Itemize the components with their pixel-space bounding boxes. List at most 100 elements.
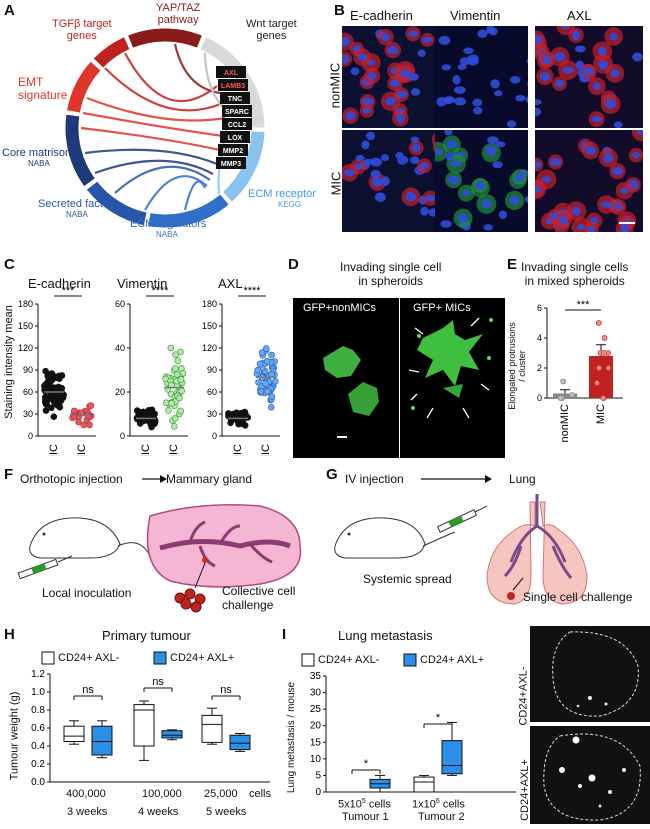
i-legend-pos: CD24+ AXL+ <box>420 654 485 666</box>
cell-nucleus <box>424 195 435 202</box>
cell-nucleus <box>587 225 596 232</box>
e-bar <box>553 393 577 398</box>
h-group-0: 400,000 <box>66 788 106 800</box>
c-tick-label: 90 <box>207 365 217 375</box>
cell-nucleus <box>446 139 458 149</box>
c-data-point <box>148 423 155 431</box>
box-tick-label: 0.6 <box>31 723 45 734</box>
c-data-point <box>48 404 55 412</box>
image-divider <box>399 298 400 458</box>
cell-nucleus <box>350 67 360 76</box>
c-data-point <box>178 387 186 395</box>
mouse-eye <box>347 532 351 536</box>
micrograph-drawing <box>342 131 435 217</box>
chord-arc-segment <box>92 35 131 69</box>
i-legend-neg: CD24+ AXL- <box>318 654 380 666</box>
cell-nucleus <box>457 213 469 224</box>
panel-label-h: H <box>4 626 15 643</box>
panel-label-f: F <box>4 466 14 483</box>
micrograph-nonmic-1 <box>435 26 528 128</box>
cell-nucleus <box>342 54 350 64</box>
cell-nucleus <box>477 29 488 39</box>
micrograph-drawing <box>436 26 528 128</box>
micrograph-nonmic-2 <box>535 26 643 128</box>
panel-label-e: E <box>507 256 518 273</box>
cell-nucleus <box>574 45 586 53</box>
cell-nucleus <box>481 199 492 209</box>
metastasis-spot <box>572 736 580 744</box>
segment-sub-core-matrisome: NABA <box>28 159 50 168</box>
i-img-label-1: CD24+AXL+ <box>518 759 531 821</box>
cell-nucleus <box>636 130 643 135</box>
f-cap2: Collective cell challenge <box>222 584 296 612</box>
c-data-point <box>75 413 83 420</box>
c-tick-label: 60 <box>23 387 33 397</box>
segment-label-secreted: Secreted factors <box>38 198 119 210</box>
panel-label-d: D <box>288 256 299 273</box>
legend-swatch-pos <box>403 653 417 667</box>
gene-box <box>220 131 250 143</box>
box-tick-label: 30 <box>310 688 322 699</box>
i-group-1: 1x106 cells <box>412 798 465 811</box>
syringe-needle <box>474 505 488 513</box>
gene-box <box>218 144 248 156</box>
h-group-1: 100,000 <box>142 788 182 800</box>
gene-label: LAMB3 <box>221 83 245 90</box>
c-data-point <box>172 365 179 372</box>
cell-nucleus <box>361 140 370 150</box>
cell-nucleus <box>410 156 420 164</box>
mouse-tail <box>422 531 456 547</box>
arrow-icon <box>408 369 420 373</box>
scale-bar <box>619 222 635 224</box>
cell-nucleus <box>453 86 466 94</box>
box-body <box>441 740 463 775</box>
cell-nucleus <box>613 121 623 128</box>
arrow-icon <box>414 327 424 335</box>
c-tick-label: 30 <box>207 409 217 419</box>
e-data-point <box>601 335 608 341</box>
c-sig-label: *** <box>62 285 76 297</box>
c-data-point <box>162 399 170 407</box>
g-illustration <box>334 475 588 605</box>
lung-right-icon <box>539 501 588 605</box>
c-data-point <box>173 371 181 378</box>
column-header-vimentin: Vimentin <box>450 8 501 23</box>
e-data-point <box>600 395 607 401</box>
box-tick-label: 0 <box>315 787 321 798</box>
chord-arc-segment <box>65 60 102 114</box>
cell-nucleus <box>609 32 618 41</box>
cell-cluster <box>190 601 202 613</box>
gene-label: AXL <box>224 70 239 77</box>
cell-nucleus <box>405 192 417 202</box>
panel-g-iv: IV injection Lung Systemic spread Single… <box>325 466 650 626</box>
gene-box <box>222 118 252 130</box>
c-data-point <box>258 349 266 356</box>
lung-outline <box>552 631 639 717</box>
gene-box <box>216 66 246 78</box>
ribbon <box>94 159 214 175</box>
duct <box>159 539 291 551</box>
c-data-point <box>172 351 179 358</box>
cell-nucleus <box>632 151 641 159</box>
sig-label: ns <box>82 684 94 696</box>
invading-cell <box>489 318 493 322</box>
c-data-point <box>262 345 270 352</box>
c-group-label: MIC <box>76 444 88 456</box>
cell-nucleus <box>583 67 595 76</box>
box-tick-label: 35 <box>310 671 322 682</box>
mouse-icon <box>29 517 121 559</box>
box-tick-label: 15 <box>310 737 322 748</box>
micrograph-mic-1 <box>435 130 528 232</box>
single-cell <box>507 592 515 600</box>
invading-cell <box>487 356 491 360</box>
c-ylabel: Staining intensity mean <box>2 305 15 419</box>
c-data-point <box>58 384 66 392</box>
segment-sub-ecm-regulators: NABA <box>156 230 178 239</box>
cell-nucleus <box>420 162 429 170</box>
cell-nucleus <box>554 52 566 62</box>
c-tick-label: 60 <box>207 387 217 397</box>
c-data-point <box>233 411 241 419</box>
panel-f-orthotopic: Orthotopic injection Mammary gland Local… <box>0 466 325 626</box>
e-data-point <box>560 378 567 385</box>
cell-nucleus <box>410 88 421 96</box>
